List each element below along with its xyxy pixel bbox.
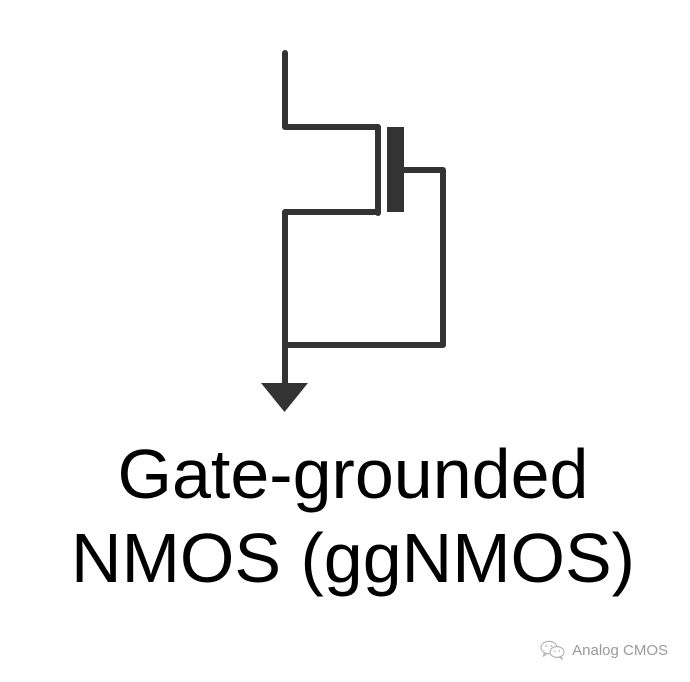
caption-line-2: NMOS (ggNMOS) xyxy=(71,519,635,597)
wechat-icon xyxy=(540,640,565,660)
watermark: Analog CMOS xyxy=(540,640,668,660)
watermark-text: Analog CMOS xyxy=(572,641,668,659)
drain-wire xyxy=(282,50,381,216)
caption-line-1: Gate-grounded xyxy=(117,435,589,513)
gate-wire xyxy=(282,167,446,348)
ground-icon xyxy=(261,383,308,412)
gate-plate xyxy=(387,127,404,212)
source-wire xyxy=(282,209,381,389)
